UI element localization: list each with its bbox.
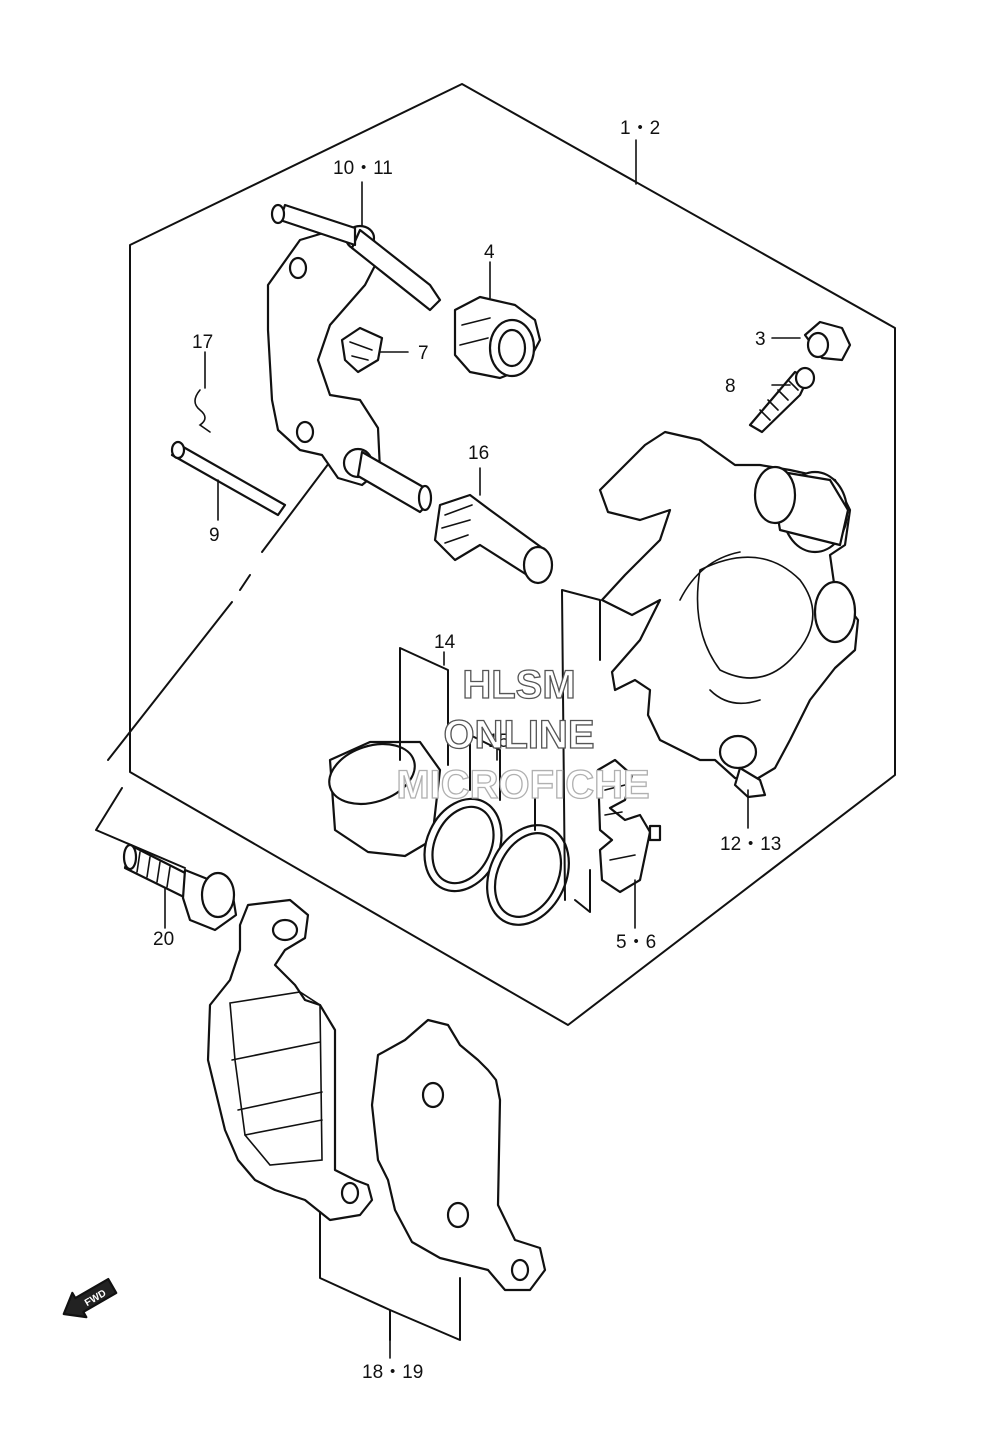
bolt-leader-line (95, 787, 186, 869)
callout-5-6: 5・6 (616, 932, 656, 953)
pad-bracket-lines (319, 1211, 461, 1341)
watermark: HLSM ONLINE MICROFICHE (396, 662, 651, 807)
boot (453, 295, 542, 380)
callout-17: 17 (192, 332, 213, 353)
bleeder-cap (803, 320, 852, 362)
callout-10-11: 10・11 (333, 158, 393, 179)
callout-4: 4 (484, 242, 495, 263)
caliper-mounting-bolt (122, 843, 238, 932)
brake-pad-rear (370, 1018, 547, 1292)
callout-3: 3 (755, 329, 766, 350)
caliper-bracket (266, 203, 442, 514)
pad-spring (596, 758, 662, 894)
leader-lines (164, 139, 801, 1359)
piston-bracket-lines (399, 589, 601, 913)
callout-16: 16 (468, 443, 489, 464)
piston (328, 740, 442, 858)
assembly-outline (129, 83, 896, 1026)
callout-8: 8 (725, 376, 736, 397)
slide-pin (433, 493, 554, 585)
piston-seal (423, 797, 503, 893)
pad-pin (170, 440, 287, 517)
callout-18-19: 18・19 (362, 1362, 423, 1383)
callout-9: 9 (209, 525, 220, 546)
fwd-arrow: FWD (62, 1277, 118, 1319)
bracket-leader-line (107, 454, 336, 761)
watermark-line-2: ONLINE (443, 713, 594, 757)
callout-20: 20 (153, 929, 174, 950)
bleeder-screw (748, 366, 816, 434)
watermark-line-1: HLSM (462, 663, 575, 707)
pin-clip (194, 389, 211, 433)
brake-pad-front (206, 898, 374, 1222)
pad-spring-clip (340, 326, 384, 374)
caliper-body (598, 430, 860, 799)
callout-1-2: 1・2 (620, 118, 660, 139)
callout-15: 15 (488, 731, 509, 752)
watermark-line-3: MICROFICHE (396, 763, 649, 807)
callout-7: 7 (418, 343, 429, 364)
callout-12-13: 12・13 (720, 834, 781, 855)
dust-seal (486, 824, 570, 926)
callout-14: 14 (434, 632, 456, 653)
